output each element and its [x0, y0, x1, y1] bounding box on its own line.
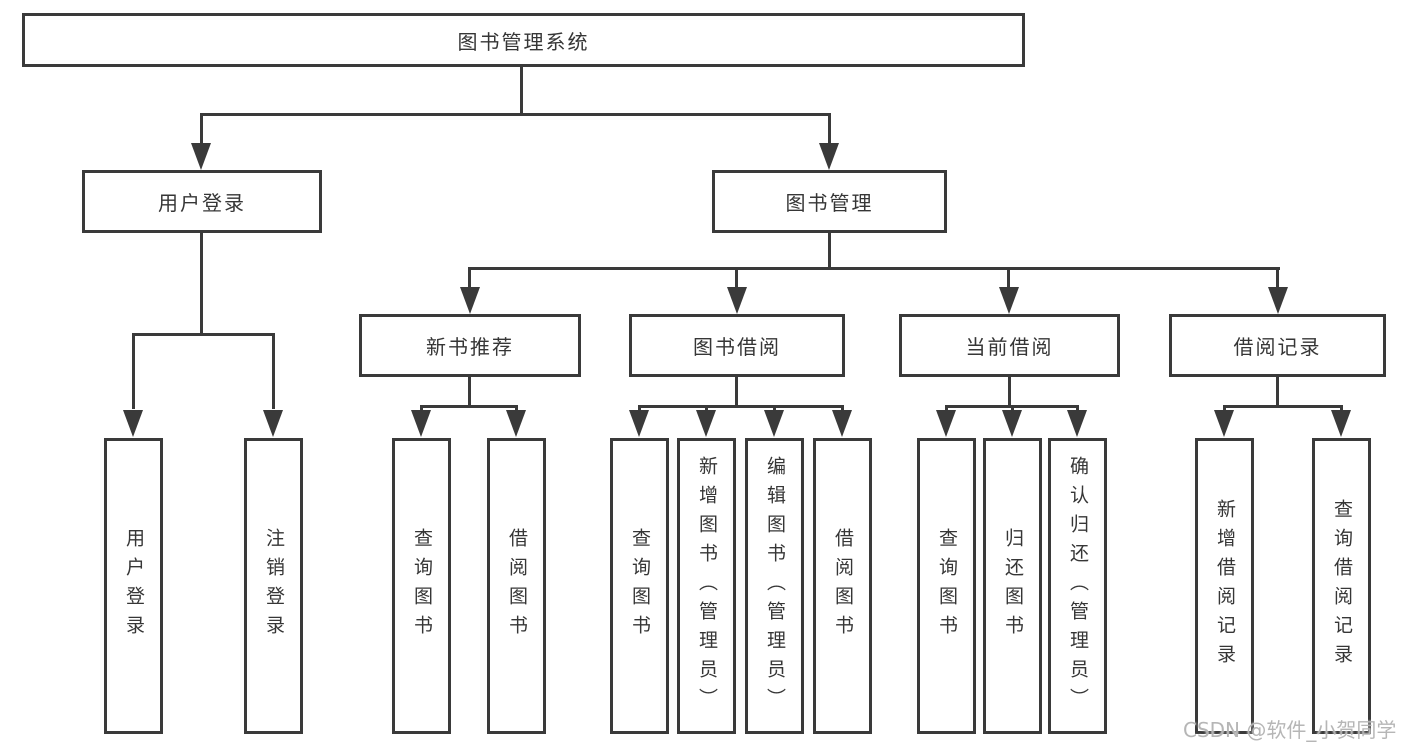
leaf-query-books-current: 查询图书 — [917, 438, 976, 734]
connector-leaf-user-login-stub — [132, 333, 135, 409]
arrowhead-current-borrow — [999, 287, 1019, 314]
node-current-borrow: 当前借阅 — [899, 314, 1120, 377]
arrowhead-leaf-user-login — [123, 410, 143, 437]
arrowhead-g4-leaf1 — [936, 410, 956, 437]
connector-g2-leaf1-stub — [420, 405, 423, 414]
connector-user-branch-hline — [132, 333, 275, 336]
node-user-login: 用户登录 — [82, 170, 322, 233]
connector-g3-leaf2-stub — [705, 405, 708, 414]
arrowhead-g5-leaf2 — [1331, 410, 1351, 437]
node-book-borrow: 图书借阅 — [629, 314, 845, 377]
arrowhead-g2-leaf1 — [411, 410, 431, 437]
arrowhead-leaf-logout — [263, 410, 283, 437]
connector-book-borrow-stub — [735, 267, 738, 291]
connector-user-login-stub — [200, 113, 203, 146]
arrowhead-book-mgmt — [819, 143, 839, 170]
connector-new-book-stub — [468, 267, 471, 291]
leaf-query-books-recommend: 查询图书 — [392, 438, 451, 734]
connector-g2-stub — [468, 377, 471, 408]
leaf-user-login-label: 用户登录 — [123, 528, 145, 644]
arrowhead-g3-leaf4 — [832, 410, 852, 437]
leaf-query-books-borrow: 查询图书 — [610, 438, 669, 734]
leaf-query-books-recommend-label: 查询图书 — [411, 528, 433, 644]
connector-level1-hline — [200, 113, 831, 116]
leaf-edit-books-admin: 编辑图书（管理员） — [745, 438, 804, 734]
connector-g5-hline — [1223, 405, 1343, 408]
leaf-query-borrow-record: 查询借阅记录 — [1312, 438, 1371, 734]
arrowhead-g3-leaf2 — [696, 410, 716, 437]
node-new-book-recommend: 新书推荐 — [359, 314, 581, 377]
node-book-management: 图书管理 — [712, 170, 947, 233]
connector-g4-leaf2-stub — [1011, 405, 1014, 414]
leaf-add-borrow-record-label: 新增借阅记录 — [1214, 499, 1236, 673]
csdn-watermark: CSDN @软件_小贺同学 — [1183, 718, 1397, 742]
connector-g3-leaf1-stub — [638, 405, 641, 414]
node-current-borrow-label: 当前借阅 — [965, 335, 1054, 359]
connector-g5-leaf1-stub — [1223, 405, 1226, 414]
node-borrow-records: 借阅记录 — [1169, 314, 1386, 377]
node-library-system: 图书管理系统 — [22, 13, 1025, 67]
connector-g2-hline — [420, 405, 518, 408]
connector-g5-stub — [1276, 377, 1279, 408]
arrowhead-g4-leaf2 — [1002, 410, 1022, 437]
connector-g2-leaf2-stub — [515, 405, 518, 414]
leaf-return-books-label: 归还图书 — [1002, 528, 1024, 644]
leaf-confirm-return-admin-label: 确认归还（管理员） — [1067, 455, 1089, 717]
connector-g3-stub — [735, 377, 738, 408]
connector-g3-leaf4-stub — [841, 405, 844, 414]
leaf-borrow-books-label: 借阅图书 — [832, 528, 854, 644]
arrowhead-g2-leaf2 — [506, 410, 526, 437]
arrowhead-g5-leaf1 — [1214, 410, 1234, 437]
connector-g3-leaf3-stub — [773, 405, 776, 414]
node-borrow-records-label: 借阅记录 — [1233, 335, 1322, 359]
connector-current-borrow-stub — [1007, 267, 1010, 291]
leaf-query-borrow-record-label: 查询借阅记录 — [1331, 499, 1353, 673]
arrowhead-user-login — [191, 143, 211, 170]
connector-root-stub — [520, 67, 523, 114]
connector-g5-leaf2-stub — [1340, 405, 1343, 414]
connector-g4-leaf1-stub — [945, 405, 948, 414]
arrowhead-g3-leaf1 — [629, 410, 649, 437]
leaf-logout-label: 注销登录 — [263, 528, 285, 644]
leaf-add-books-admin-label: 新增图书（管理员） — [696, 455, 718, 717]
connector-book-branch-hline — [468, 267, 1280, 270]
leaf-edit-books-admin-label: 编辑图书（管理员） — [764, 455, 786, 717]
node-book-management-label: 图书管理 — [785, 191, 874, 215]
node-library-system-label: 图书管理系统 — [457, 29, 590, 54]
leaf-confirm-return-admin: 确认归还（管理员） — [1048, 438, 1107, 734]
leaf-add-borrow-record: 新增借阅记录 — [1195, 438, 1254, 734]
leaf-user-login: 用户登录 — [104, 438, 163, 734]
connector-g4-leaf3-stub — [1076, 405, 1079, 414]
connector-g4-stub — [1008, 377, 1011, 408]
leaf-add-books-admin: 新增图书（管理员） — [677, 438, 736, 734]
node-user-login-label: 用户登录 — [158, 191, 246, 215]
connector-g3-hline — [638, 405, 844, 408]
connector-borrow-records-stub — [1276, 267, 1279, 291]
connector-book-mgmt-stub — [828, 113, 831, 146]
connector-leaf-logout-stub — [272, 333, 275, 409]
arrowhead-borrow-records — [1268, 287, 1288, 314]
arrowhead-book-borrow — [727, 287, 747, 314]
leaf-borrow-books: 借阅图书 — [813, 438, 872, 734]
connector-book-branch-stub — [828, 233, 831, 269]
arrowhead-new-book — [460, 287, 480, 314]
leaf-borrow-books-recommend-label: 借阅图书 — [506, 528, 528, 644]
leaf-query-books-borrow-label: 查询图书 — [629, 528, 651, 644]
leaf-borrow-books-recommend: 借阅图书 — [487, 438, 546, 734]
leaf-query-books-current-label: 查询图书 — [936, 528, 958, 644]
node-new-book-recommend-label: 新书推荐 — [426, 335, 514, 359]
leaf-logout: 注销登录 — [244, 438, 303, 734]
leaf-return-books: 归还图书 — [983, 438, 1042, 734]
node-book-borrow-label: 图书借阅 — [693, 335, 781, 359]
arrowhead-g4-leaf3 — [1067, 410, 1087, 437]
connector-user-branch-stub — [200, 233, 203, 335]
arrowhead-g3-leaf3 — [764, 410, 784, 437]
